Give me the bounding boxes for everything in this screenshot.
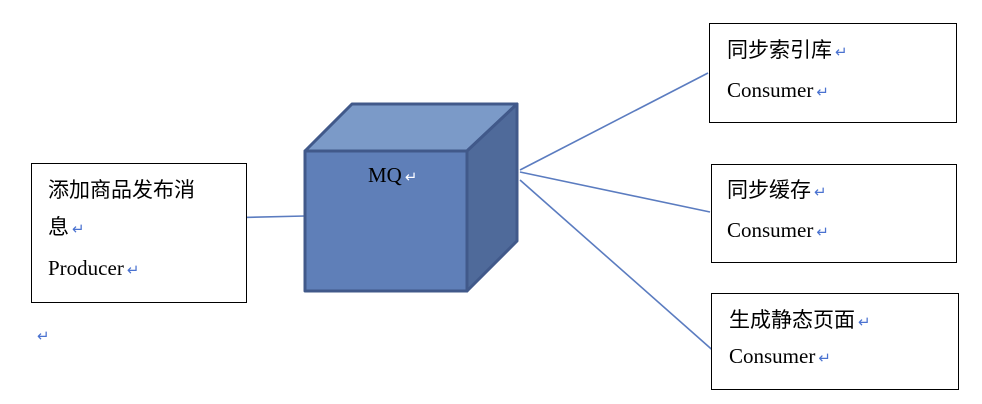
consumer-1-role-text: Consumer: [727, 78, 814, 102]
consumer-3-title: 生成静态页面↵: [729, 308, 871, 334]
mq-text: MQ: [368, 163, 402, 187]
paragraph-mark-icon: ↵: [404, 168, 418, 186]
cube-front-face: [303, 149, 469, 293]
paragraph-mark-icon: ↵: [72, 220, 85, 238]
paragraph-mark-icon: ↵: [814, 183, 827, 201]
paragraph-mark-icon: ↵: [835, 43, 848, 61]
paragraph-mark-icon: ↵: [816, 223, 829, 241]
producer-title-cont: 息↵: [48, 215, 85, 241]
paragraph-mark-icon: ↵: [37, 327, 50, 345]
consumer-1-title: 同步索引库↵: [727, 38, 848, 64]
consumer-2-title-text: 同步缓存: [727, 178, 811, 202]
consumer-box-1: [709, 23, 957, 123]
empty-paragraph: ↵: [34, 322, 50, 348]
consumer-2-role: Consumer↵: [727, 218, 829, 244]
producer-title-line2: 息: [48, 215, 69, 239]
paragraph-mark-icon: ↵: [126, 261, 140, 279]
mq-label: MQ↵: [368, 163, 417, 188]
consumer-1-title-text: 同步索引库: [727, 38, 832, 62]
consumer-box-3: [711, 293, 959, 390]
producer-title-line1: 添加商品发布消: [48, 178, 195, 202]
consumer-2-role-text: Consumer: [727, 218, 814, 242]
mq-cube: [303, 102, 519, 293]
producer-role: Producer↵: [48, 256, 139, 282]
consumer-2-title: 同步缓存↵: [727, 178, 827, 204]
connector-mq-consumer-2: [519, 171, 711, 213]
connector-mq-consumer-1: [519, 72, 709, 171]
paragraph-mark-icon: ↵: [816, 83, 829, 101]
paragraph-mark-icon: ↵: [818, 349, 831, 367]
connector-mq-consumer-3: [519, 179, 727, 363]
producer-title: 添加商品发布消: [48, 178, 195, 202]
consumer-3-role: Consumer↵: [729, 344, 831, 370]
paragraph-mark-icon: ↵: [858, 313, 871, 331]
consumer-3-title-text: 生成静态页面: [729, 308, 855, 332]
consumer-1-role: Consumer↵: [727, 78, 829, 104]
consumer-3-role-text: Consumer: [729, 344, 816, 368]
consumer-box-2: [711, 164, 957, 263]
producer-box: [31, 163, 247, 303]
producer-role-text: Producer: [48, 256, 124, 280]
